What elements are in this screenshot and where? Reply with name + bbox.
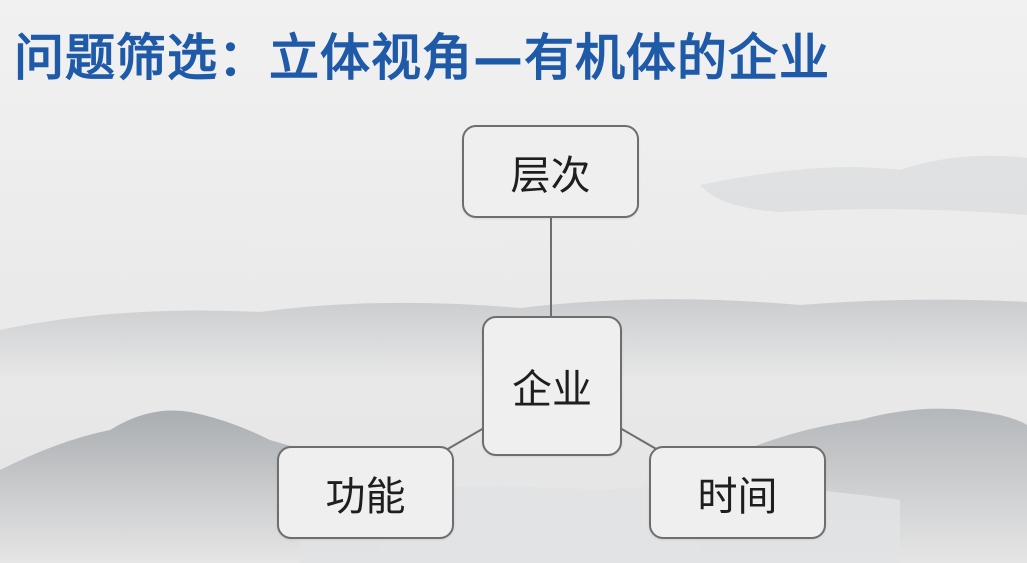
- slide-title: 问题筛选：立体视角—有机体的企业: [14, 29, 830, 87]
- node-level: 层次: [462, 125, 639, 218]
- node-function: 功能: [277, 446, 454, 539]
- connector-right: [619, 427, 659, 451]
- connector-left: [445, 427, 485, 451]
- node-time: 时间: [649, 446, 826, 539]
- node-enterprise: 企业: [482, 316, 622, 456]
